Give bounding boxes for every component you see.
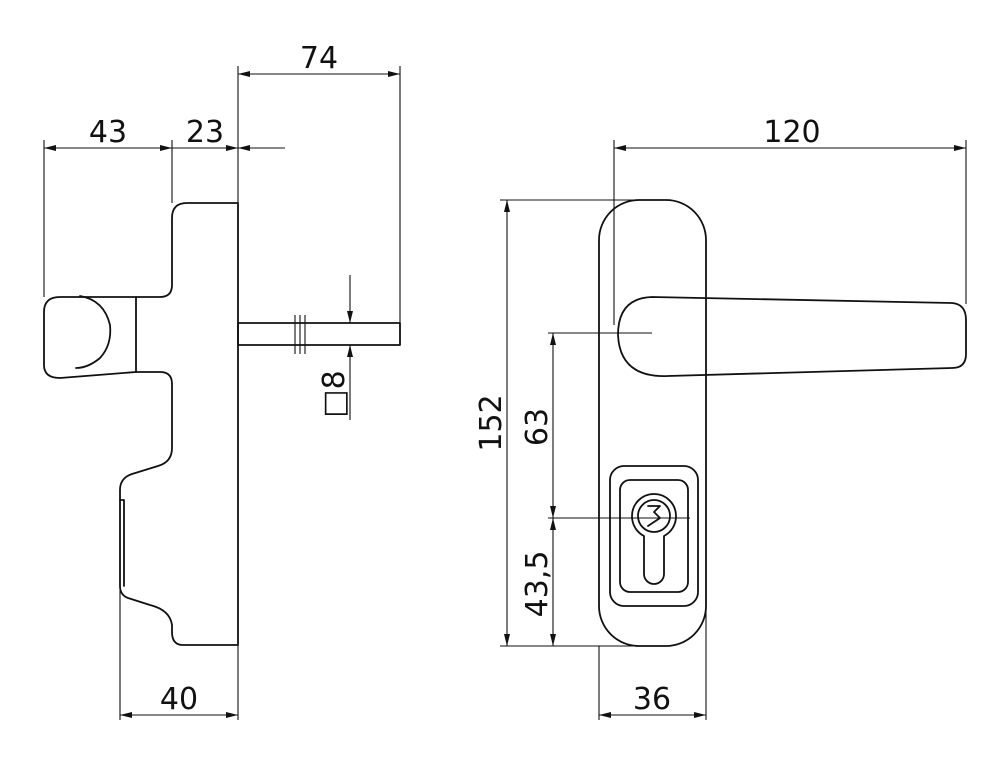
- dim-label-36: 36: [633, 682, 671, 717]
- dim-label-43-5: 43,5: [520, 551, 555, 618]
- backplate-step-line: [119, 499, 125, 587]
- handle-knob-inner: [75, 295, 112, 369]
- square-spindle: [237, 322, 401, 346]
- keyhole-icon: [647, 505, 661, 527]
- dim-label-43: 43: [89, 115, 127, 150]
- side-extension-lines: [43, 66, 401, 720]
- handle-knob-side: [43, 296, 137, 379]
- dim-label-120: 120: [763, 115, 820, 150]
- dim-label-63: 63: [520, 408, 555, 446]
- dim-label-74: 74: [300, 41, 338, 76]
- escutcheon-outer: [609, 465, 699, 607]
- dim-label-square-8: □8: [317, 370, 352, 417]
- backplate-front: [598, 199, 707, 647]
- key-cylinder-profile: [631, 493, 677, 585]
- escutcheon-inner: [619, 479, 689, 593]
- dim-label-152: 152: [474, 394, 509, 451]
- front-view: 120 152 63 43,5 36: [474, 115, 967, 720]
- lever-handle: [617, 296, 967, 377]
- backplate-side-profile: [119, 202, 239, 646]
- dim-label-40: 40: [160, 682, 198, 717]
- front-extension-lines: [500, 140, 967, 720]
- dim-label-23: 23: [186, 115, 224, 150]
- key-cylinder-plug: [637, 499, 671, 533]
- spindle-break-marks: [294, 315, 306, 354]
- side-view: 74 43 23 □8 40: [43, 41, 401, 720]
